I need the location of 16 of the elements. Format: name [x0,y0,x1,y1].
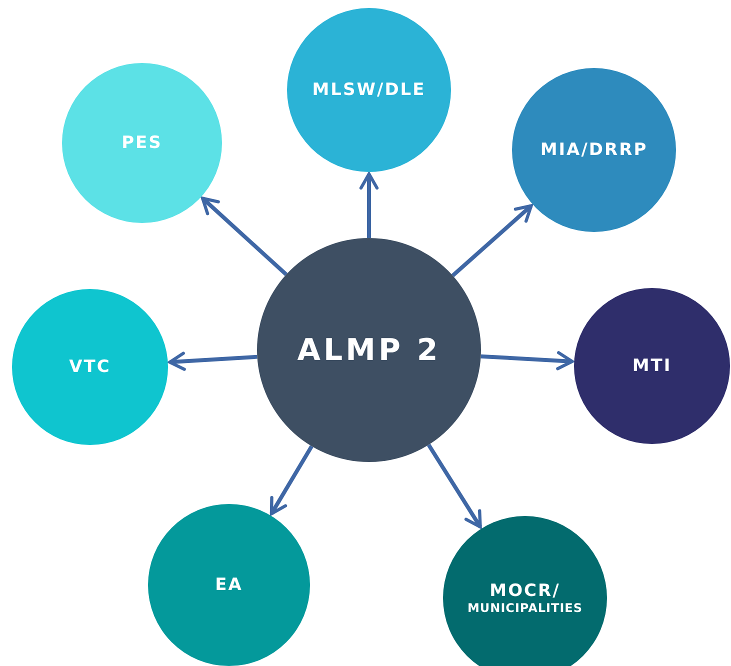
node-label: MTI [632,356,672,376]
arrow [270,445,314,516]
node-label: MOCR/ [490,581,560,601]
arrow [480,351,574,370]
arrow [201,196,288,276]
node-label: VTC [69,357,111,377]
node-label: MLSW/DLE [312,80,426,100]
node-label: MIA/DRRP [540,140,648,160]
node-label: EA [215,575,243,595]
arrow [426,444,482,528]
arrow [451,204,533,278]
node-label: MUNICIPALITIES [467,601,583,615]
arrow [168,352,258,371]
node-label: ALMP 2 [297,332,441,368]
arrow [359,172,379,238]
node-label: PES [122,133,162,153]
